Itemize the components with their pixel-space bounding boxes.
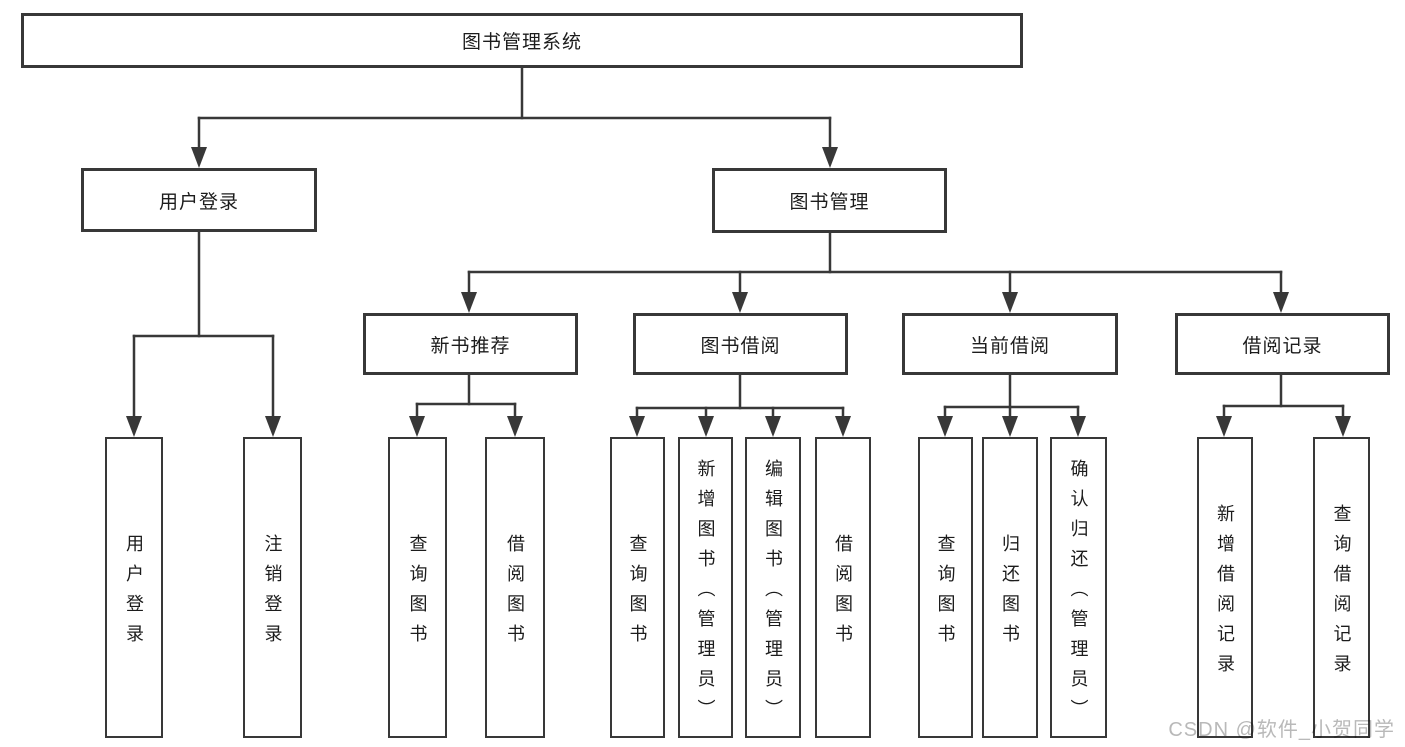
connector-book-mgmt-children: [461, 231, 1289, 313]
connector-root-to-level1: [191, 66, 838, 168]
connector-current-borrow-children: [937, 373, 1086, 437]
node-leaf-br-query-record: 查询借阅记录: [1313, 437, 1370, 738]
node-leaf-nb-query-book: 查询图书: [388, 437, 447, 738]
node-leaf-bb-borrow-book-label: 借阅图书: [833, 533, 853, 654]
node-book-mgmt: 图书管理: [712, 168, 947, 233]
node-book-mgmt-label: 图书管理: [789, 192, 870, 213]
node-leaf-cb-confirm-return: 确认归还（管理员）: [1050, 437, 1107, 738]
node-leaf-nb-borrow-book-label: 借阅图书: [505, 533, 525, 654]
node-leaf-logout-login-label: 注销登录: [262, 533, 283, 654]
node-leaf-nb-query-book-label: 查询图书: [407, 533, 428, 654]
node-current-borrow-label: 当前借阅: [969, 335, 1050, 357]
node-leaf-bb-add-book: 新增图书（管理员）: [678, 437, 733, 738]
node-user-login-label: 用户登录: [158, 191, 239, 213]
node-leaf-cb-query-book-label: 查询图书: [935, 533, 956, 654]
node-new-book-rec: 新书推荐: [363, 313, 578, 375]
node-leaf-bb-edit-book: 编辑图书（管理员）: [745, 437, 801, 738]
watermark: CSDN @软件_小贺同学: [1168, 719, 1395, 741]
node-leaf-br-add-record: 新增借阅记录: [1197, 437, 1253, 738]
connector-borrow-record-children: [1216, 373, 1351, 437]
node-leaf-br-query-record-label: 查询借阅记录: [1331, 503, 1352, 684]
node-leaf-logout-login: 注销登录: [243, 437, 302, 738]
node-book-borrow-label: 图书借阅: [700, 335, 781, 357]
node-leaf-user-login: 用户登录: [105, 437, 163, 738]
node-leaf-cb-return-book: 归还图书: [982, 437, 1038, 738]
node-leaf-bb-borrow-book: 借阅图书: [815, 437, 871, 738]
node-root: 图书管理系统: [21, 13, 1023, 68]
node-root-label: 图书管理系统: [461, 32, 582, 53]
node-leaf-cb-query-book: 查询图书: [918, 437, 973, 738]
node-leaf-cb-return-book-label: 归还图书: [1000, 533, 1020, 654]
node-leaf-br-add-record-label: 新增借阅记录: [1215, 503, 1235, 684]
node-borrow-record: 借阅记录: [1175, 313, 1390, 375]
node-leaf-bb-query-book-label: 查询图书: [627, 533, 648, 654]
node-borrow-record-label: 借阅记录: [1242, 335, 1323, 357]
node-leaf-cb-confirm-return-label: 确认归还（管理员）: [1068, 458, 1089, 729]
connector-user-login-children: [126, 230, 281, 437]
node-leaf-nb-borrow-book: 借阅图书: [485, 437, 545, 738]
node-leaf-bb-add-book-label: 新增图书（管理员）: [695, 458, 716, 729]
node-new-book-rec-label: 新书推荐: [430, 335, 511, 357]
node-current-borrow: 当前借阅: [902, 313, 1118, 375]
node-user-login: 用户登录: [81, 168, 317, 232]
node-leaf-user-login-label: 用户登录: [124, 533, 144, 654]
node-leaf-bb-query-book: 查询图书: [610, 437, 665, 738]
node-leaf-bb-edit-book-label: 编辑图书（管理员）: [763, 458, 783, 729]
connector-book-borrow-children: [629, 373, 851, 437]
connector-new-book-rec-children: [409, 373, 523, 437]
node-book-borrow: 图书借阅: [633, 313, 848, 375]
